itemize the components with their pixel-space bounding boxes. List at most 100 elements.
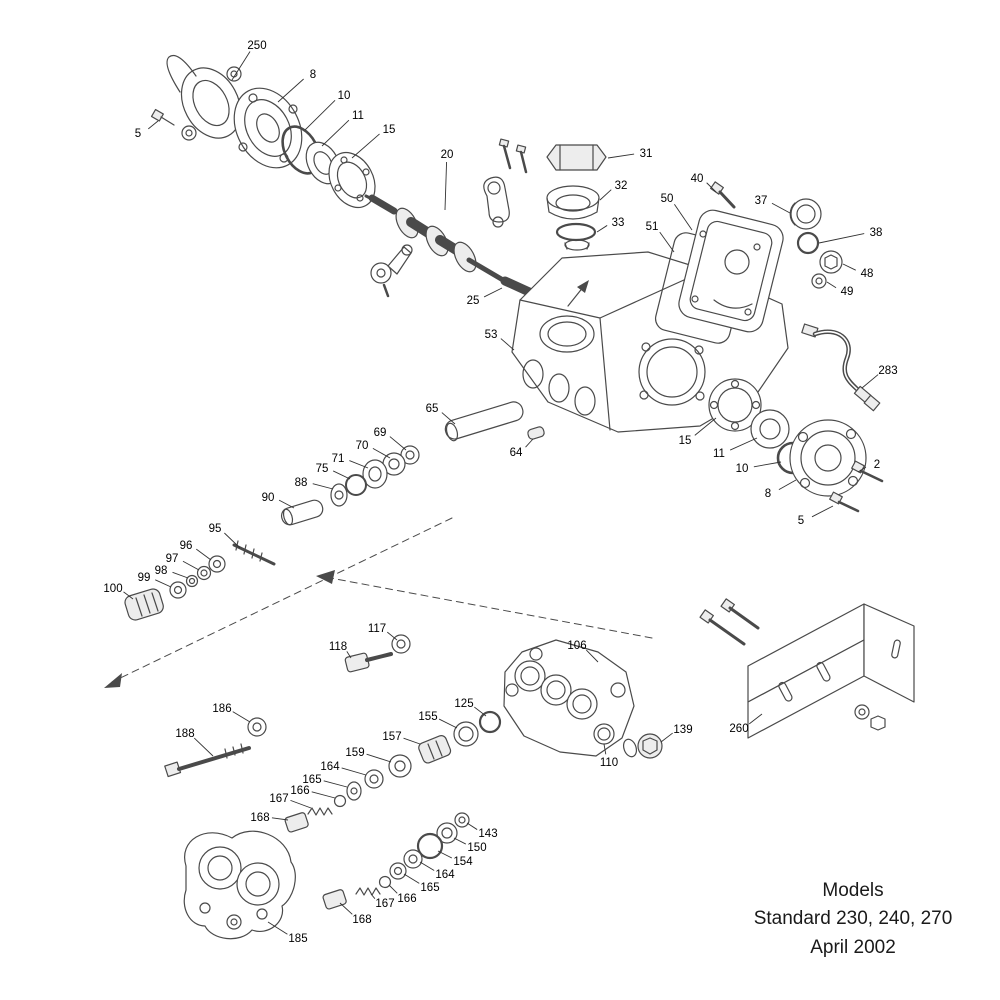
part-number-label: 159 [345, 747, 364, 759]
leader-line [277, 78, 304, 103]
valve-stack-part [284, 710, 502, 833]
title-models: Models [822, 879, 884, 901]
leader-line [351, 133, 380, 159]
head-bolt-part [164, 743, 251, 778]
leader-line [729, 437, 758, 451]
leader-line [389, 436, 407, 451]
washer-part [247, 717, 267, 737]
leader-line [403, 873, 420, 884]
part-number-label: 166 [290, 785, 309, 797]
leader-line [339, 902, 353, 915]
bolt-part [150, 108, 175, 126]
part-number-label: 98 [155, 565, 168, 577]
part-number-label: 69 [374, 427, 387, 439]
stud-part [232, 540, 276, 566]
leader-line [321, 119, 350, 147]
part-number-label: 117 [368, 623, 386, 635]
leader-line [346, 651, 352, 659]
leader-line [861, 374, 879, 389]
pin-part [527, 426, 545, 440]
leader-line [466, 822, 478, 830]
exploded-view-art [104, 54, 915, 940]
leader-line [372, 447, 391, 459]
part-number-label: 165 [420, 882, 439, 894]
part-number-label: 165 [302, 774, 321, 786]
part-number-label: 185 [288, 933, 307, 945]
part-number-label: 5 [135, 128, 141, 140]
exploded-direction-arrows [104, 517, 653, 688]
leader-line [290, 799, 312, 809]
leader-line [778, 479, 797, 491]
leader-line [123, 591, 134, 600]
part-number-label: 150 [467, 842, 486, 854]
part-number-label: 37 [755, 195, 768, 207]
part-number-label: 260 [729, 723, 748, 735]
ball-bearing-part [708, 378, 762, 432]
leader-line [603, 743, 607, 755]
leader-line [196, 548, 212, 561]
part-number-label: 2 [874, 459, 880, 471]
part-number-label: 88 [295, 477, 308, 489]
part-number-label: 51 [646, 221, 659, 233]
leader-line [312, 483, 334, 490]
part-number-label: 100 [103, 583, 122, 595]
leader-line [323, 780, 348, 788]
part-number-label: 143 [478, 828, 497, 840]
leader-line [811, 505, 834, 518]
part-number-label: 40 [691, 173, 704, 185]
leader-line [182, 560, 200, 571]
leader-line [525, 438, 534, 448]
leader-line [826, 281, 837, 289]
leader-line [332, 470, 351, 480]
part-number-label: 31 [640, 148, 653, 160]
leader-line [441, 412, 456, 425]
leader-line [659, 231, 675, 253]
part-number-label: 97 [166, 553, 179, 565]
leader-line [366, 753, 392, 763]
title-standard-models: Standard 230, 240, 270 [753, 908, 953, 929]
leader-line [748, 713, 763, 725]
leader-line [437, 850, 453, 859]
bearing-flange-part [789, 419, 867, 497]
part-number-label: 110 [600, 757, 618, 769]
part-number-label: 166 [397, 893, 416, 905]
mounting-bracket-part [699, 598, 915, 739]
spacer-part [280, 499, 324, 526]
leader-line [694, 417, 717, 436]
part-number-label: 38 [870, 227, 883, 239]
connecting-rod-part [483, 138, 528, 228]
leader-line [674, 204, 693, 231]
leader-line [148, 120, 159, 130]
part-number-label: 49 [841, 286, 854, 298]
part-number-label: 32 [615, 180, 628, 192]
part-number-label: 71 [332, 453, 345, 465]
sight-o-ring-part [796, 231, 820, 255]
part-number-label: 25 [467, 295, 480, 307]
part-number-label: 250 [247, 40, 266, 52]
filler-cap-part [546, 185, 600, 220]
leader-line [753, 461, 782, 468]
sight-glass-part [789, 198, 822, 230]
ball-bearing-part [328, 151, 376, 209]
part-number-label: 20 [441, 149, 454, 161]
part-number-label: 118 [329, 641, 347, 653]
leader-line [419, 861, 435, 871]
leader-line [771, 202, 791, 214]
leader-line [388, 884, 398, 894]
title-block: Models Standard 230, 240, 270 April 2002 [718, 877, 988, 963]
leader-line [387, 631, 398, 641]
leader-line [278, 499, 295, 509]
bearing-cover-part [678, 209, 784, 333]
washer-part [811, 273, 827, 289]
leader-line [349, 460, 369, 469]
bearing-part [750, 409, 790, 449]
leader-line [596, 225, 608, 233]
coupler-part [124, 588, 164, 621]
part-number-label: 15 [383, 124, 396, 136]
bell-cover-part [166, 54, 242, 141]
leader-line [453, 837, 467, 845]
part-number-label: 90 [262, 492, 275, 504]
